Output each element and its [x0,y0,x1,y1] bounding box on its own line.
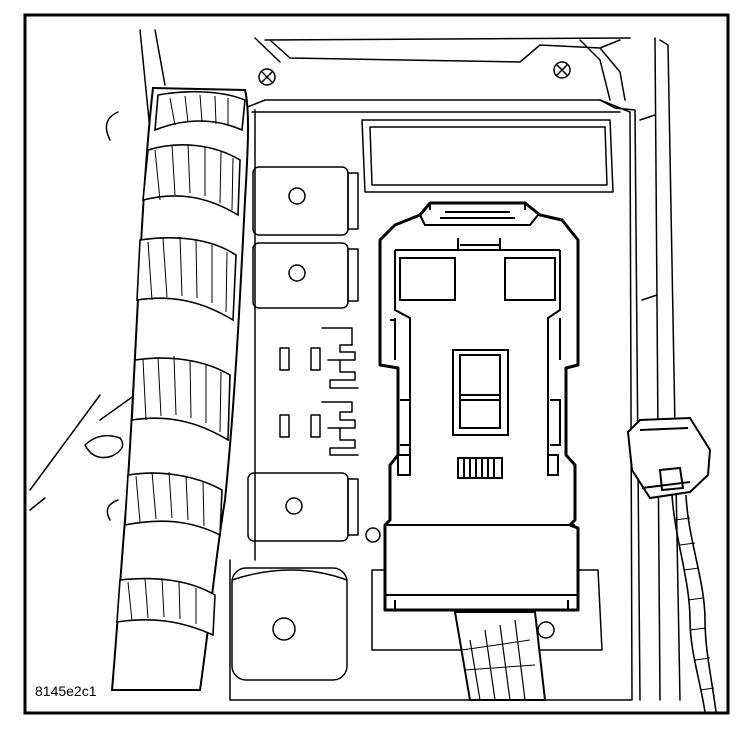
fuse-box-housing [229,99,633,701]
relay-2 [252,242,359,309]
side-connector-wire [671,494,717,713]
mounting-slot [84,434,124,459]
label-recess [361,119,614,193]
connector-wires [453,611,547,701]
latch-tab [452,349,509,436]
fuse-box-cover-edge [264,37,631,101]
screw-left [258,68,276,86]
relay-3 [247,472,359,542]
connector-grip [457,457,503,479]
mini-fuse-row-2 [279,401,359,456]
figure-id-label: 8145e2c1 [33,683,99,699]
relay-1 [252,166,359,236]
electrical-connector [378,201,580,612]
mini-fuse-row-1 [279,327,359,389]
relay-4 [231,567,348,681]
side-connector [626,416,712,500]
background-bracket-left [29,29,166,511]
screw-right [553,61,571,79]
